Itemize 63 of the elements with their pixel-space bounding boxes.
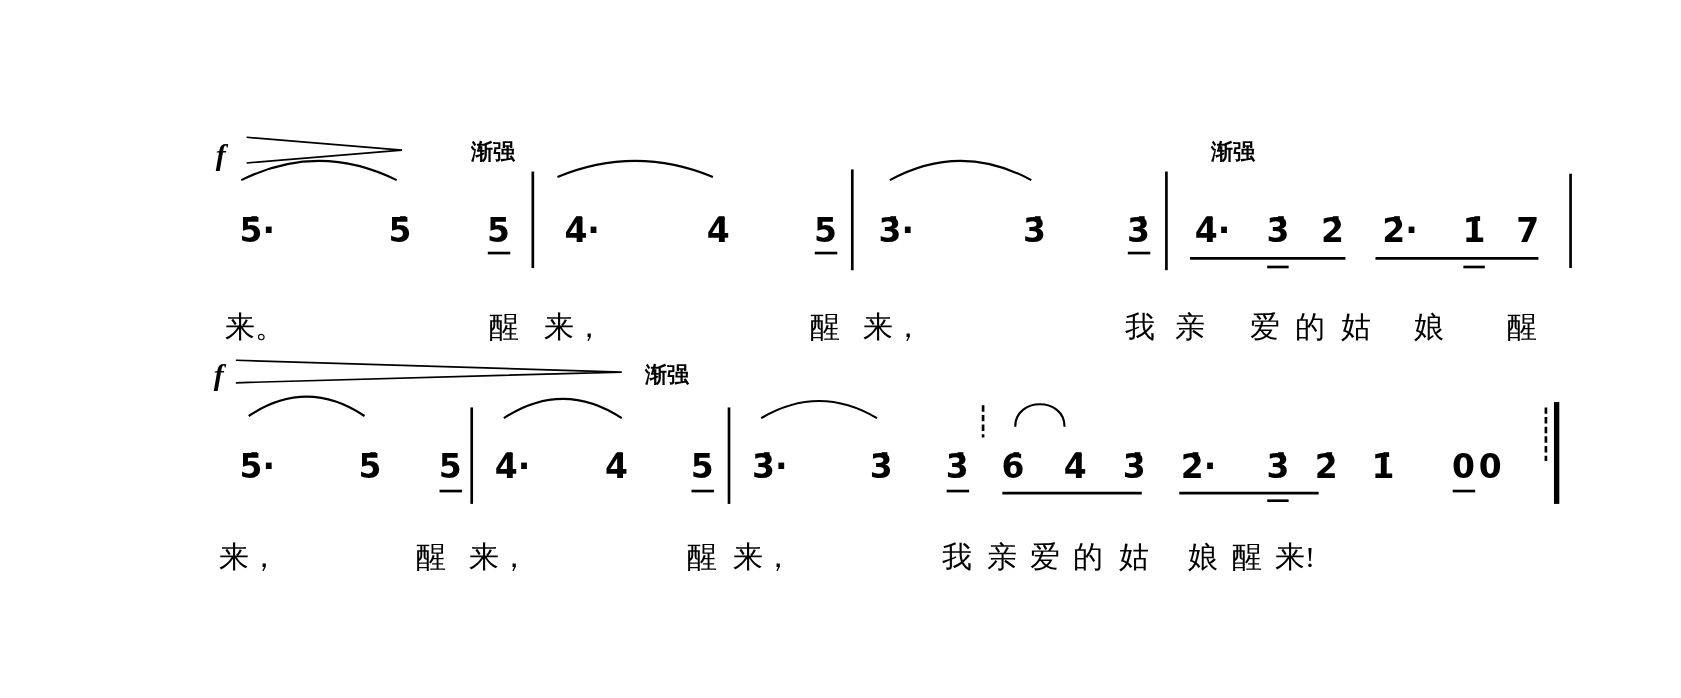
note-numeral: 4̇· — [494, 449, 531, 483]
note-numeral: 0 — [1478, 449, 1502, 483]
note-numeral: 2̇ — [1314, 449, 1338, 483]
lyric-text: 我 — [1124, 311, 1155, 342]
note-numeral: 5 — [690, 449, 714, 483]
note-numeral: 3̇ — [1127, 214, 1150, 247]
lyric-text: 的 — [1073, 542, 1104, 573]
lyric-text: 娘 — [1187, 542, 1218, 573]
lyric-text: 来， — [733, 542, 794, 573]
lyric-text: 爱 — [1030, 542, 1061, 573]
note-numeral: 4̇ — [706, 214, 730, 247]
lyric-text: 姑 — [1341, 311, 1372, 342]
lyric-text: 亲 — [987, 542, 1018, 573]
note-numeral: 4̇ — [604, 449, 628, 483]
lyric-text: 来。 — [225, 311, 286, 342]
lyric-text: 来， — [863, 311, 924, 342]
lyric-text: 姑 — [1119, 542, 1150, 573]
lyric-text: 娘 — [1414, 311, 1445, 342]
note-numeral: 2̇· — [1180, 449, 1217, 483]
lyric-text: 醒 — [687, 542, 718, 573]
note-numeral: 5 — [487, 214, 510, 247]
note-numeral: 4̇· — [1194, 214, 1231, 247]
note-numeral: 5̇· — [239, 214, 276, 247]
lyric-text: 来， — [543, 311, 604, 342]
lyric-text: 醒 — [1231, 542, 1262, 573]
note-numeral: 2̇· — [1382, 214, 1418, 247]
lyric-text: 亲 — [1175, 311, 1205, 342]
lyric-text: 来， — [468, 542, 529, 573]
expression-text: 渐强 — [644, 364, 689, 387]
note-numeral: 3̇· — [878, 214, 914, 247]
note-numeral: 5̇· — [239, 449, 276, 483]
note-numeral: 3̇ — [869, 449, 893, 483]
note-numeral: 4̇ — [1063, 449, 1087, 483]
note-numeral: 0 — [1451, 449, 1475, 483]
note-numeral: 4̇· — [564, 214, 600, 247]
note-numeral: 3̇ — [1266, 449, 1290, 483]
note-numeral: 5̇ — [358, 449, 382, 483]
lyric-text: 爱 — [1250, 311, 1281, 342]
note-numeral: 2̇ — [1321, 214, 1345, 247]
expression-text: 渐强 — [471, 141, 516, 164]
dynamic-mark: f — [213, 360, 224, 391]
note-numeral: 6̇ — [1001, 449, 1025, 483]
lyric-text: 醒 — [810, 311, 841, 342]
note-numeral: 1̇ — [1462, 214, 1486, 247]
lyric-text: 来! — [1275, 542, 1316, 573]
lyric-text: 来， — [218, 542, 279, 573]
note-numeral: 5̇ — [388, 214, 412, 247]
lyric-text: 我 — [942, 542, 973, 573]
lyric-text: 醒 — [1507, 311, 1538, 342]
note-numeral: 3̇· — [752, 449, 788, 483]
note-numeral: 7 — [1516, 214, 1540, 247]
note-numeral: 3̇ — [1266, 214, 1290, 247]
lyric-text: 醒 — [488, 311, 519, 342]
note-numeral: 5 — [814, 214, 837, 247]
note-numeral: 3̇ — [945, 449, 969, 483]
note-numeral: 3̇ — [1023, 214, 1046, 247]
lyric-text: 的 — [1295, 311, 1326, 342]
note-numeral: 3̇ — [1122, 449, 1146, 483]
note-numeral: 1̇ — [1371, 449, 1395, 483]
expression-text: 渐强 — [1210, 141, 1255, 164]
lyric-text: 醒 — [415, 542, 446, 573]
dynamic-mark: f — [215, 140, 226, 171]
note-numeral: 5 — [438, 449, 462, 483]
